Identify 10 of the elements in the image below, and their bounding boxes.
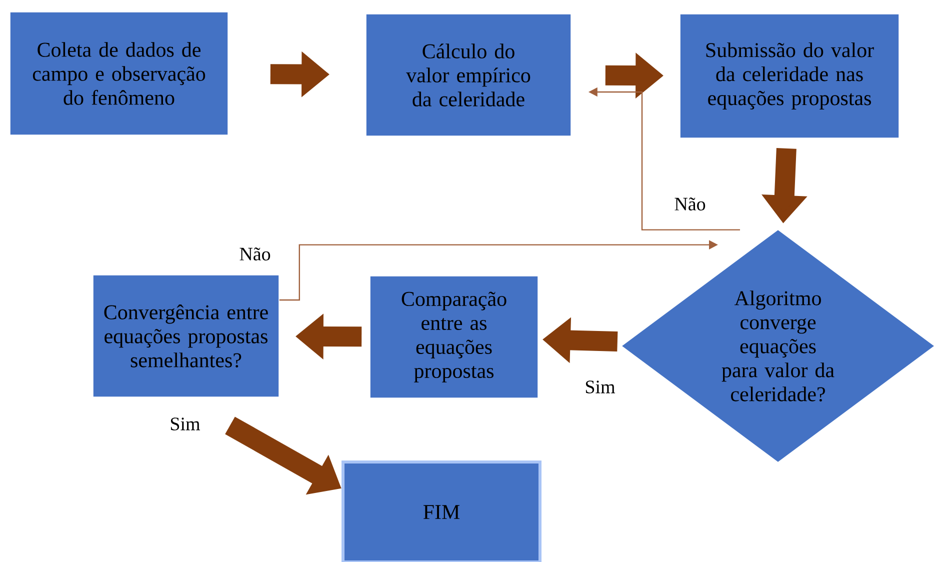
edge-label: Não: [674, 198, 706, 210]
process-box: Comparação entre as equações propostas: [370, 276, 538, 398]
edge-label: Sim: [586, 380, 616, 394]
edge-label: Não: [240, 248, 270, 260]
edge-label: Sim: [170, 418, 200, 430]
process-box: Submissão do valor da celeridade nas equações propostas: [680, 14, 900, 138]
process-box: Convergência entre equações propostas semelhantes?: [92, 274, 280, 398]
process-box: Coleta de dados de campo e observação do fenômeno: [10, 12, 228, 136]
terminal-box: FIM: [342, 460, 542, 562]
process-box: Cálculo do valor empírico da celeridade: [366, 14, 572, 136]
